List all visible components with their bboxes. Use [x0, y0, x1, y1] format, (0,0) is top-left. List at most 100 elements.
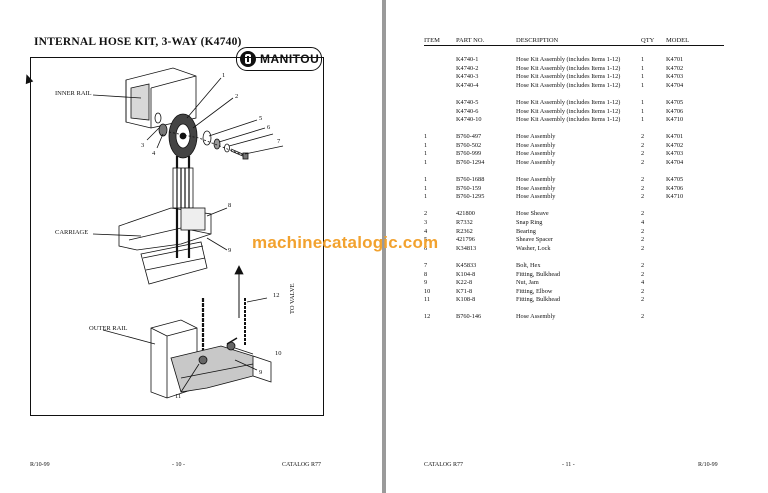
cell-model: K4702: [666, 141, 684, 149]
cell-qty: 1: [641, 81, 645, 89]
cell-part: B760-999: [456, 150, 482, 158]
cell-desc: Hose Kit Assembly (includes Items 1-12): [516, 81, 621, 89]
logo-text: MANITOU: [260, 52, 320, 66]
header-description: DESCRIPTION: [516, 37, 559, 44]
cell-qty: 2: [641, 133, 645, 141]
cell-model: K4705: [666, 98, 684, 106]
cell-item: 1: [424, 193, 428, 201]
cell-model: K4704: [666, 81, 684, 89]
cell-qty: 1: [641, 56, 645, 63]
cell-model: K4710: [666, 193, 684, 201]
footer-left: R/10-99: [30, 462, 50, 468]
table-row: K4740-6 Hose Kit Assembly (includes Items…: [386, 107, 768, 116]
cell-item: 4: [424, 227, 428, 235]
cell-part: 421800: [456, 210, 475, 218]
cell-part: R7332: [456, 219, 473, 226]
cell-qty: 2: [641, 184, 645, 192]
cell-desc: Hose Assembly: [516, 150, 556, 158]
callout-2: 2: [235, 93, 239, 100]
label-to-valve: TO VALVE: [289, 283, 296, 314]
cell-qty: 2: [641, 159, 645, 166]
cell-qty: 2: [641, 210, 645, 218]
manitou-logo: MANITOU: [236, 47, 322, 71]
cell-desc: Hose Kit Assembly (includes Items 1-12): [516, 98, 621, 106]
callout-6: 6: [267, 124, 271, 131]
cell-part: K104-8: [456, 270, 476, 278]
cell-item: 1: [424, 176, 428, 184]
cell-item: 7: [424, 261, 428, 269]
cell-desc: Hose Sheave: [516, 210, 549, 218]
cell-desc: Hose Kit Assembly (includes Items 1-12): [516, 107, 621, 115]
cell-desc: Hose Assembly: [516, 159, 556, 166]
manitou-logo-icon: [240, 51, 256, 67]
cell-item: 1: [424, 133, 428, 141]
label-carriage: CARRIAGE: [55, 229, 89, 236]
cell-desc: Hose Assembly: [516, 184, 556, 192]
cell-model: K4702: [666, 64, 684, 72]
cell-qty: 1: [641, 73, 645, 81]
cell-model: K4706: [666, 107, 684, 115]
cell-model: K4704: [666, 159, 684, 166]
header-qty: QTY: [641, 37, 655, 44]
cell-desc: Hose Assembly: [516, 141, 556, 149]
cell-part: K108-8: [456, 296, 476, 304]
diagram-frame: INNER RAIL CARRIAGE OUTER RAIL TO VALVE …: [30, 57, 324, 416]
cell-desc: Hose Kit Assembly (includes Items 1-12): [516, 56, 621, 63]
callout-8: 8: [228, 202, 232, 209]
callout-4: 4: [152, 150, 156, 157]
cell-item: 1: [424, 141, 428, 149]
watermark: machinecatalogic.com: [252, 233, 439, 252]
footer-page-number: - 11 -: [562, 462, 575, 468]
cell-model: K4703: [666, 73, 684, 81]
cell-desc: Bearing: [516, 227, 536, 235]
cell-qty: 2: [641, 236, 645, 244]
cell-desc: Fitting, Bulkhead: [516, 296, 561, 304]
callout-5: 5: [259, 115, 263, 122]
callout-11: 11: [175, 393, 182, 400]
cell-qty: 2: [641, 296, 645, 304]
footer-page-number: - 10 -: [172, 462, 185, 468]
header-model: MODEL: [666, 37, 690, 44]
cell-qty: 2: [641, 141, 645, 149]
cell-part: K34813: [456, 244, 477, 252]
cell-item: 1: [424, 184, 428, 192]
cell-qty: 2: [641, 287, 645, 295]
callout-7: 7: [277, 138, 281, 145]
callout-12: 12: [273, 292, 280, 299]
cell-part: B760-497: [456, 133, 482, 141]
carriage-shape: [118, 207, 212, 251]
cell-qty: 2: [641, 270, 645, 278]
cell-desc: Fitting, Elbow: [516, 287, 553, 295]
header-item: ITEM: [424, 37, 440, 44]
cell-model: K4703: [666, 150, 684, 158]
cell-part: R2362: [456, 227, 473, 235]
cell-model: K4701: [666, 56, 684, 63]
cell-desc: Hose Kit Assembly (includes Items 1-12): [516, 64, 621, 72]
callout-10: 10: [275, 350, 282, 357]
cell-part: B760-159: [456, 184, 482, 192]
cell-desc: Hose Assembly: [516, 133, 556, 141]
cell-part: K4740-6: [456, 107, 479, 115]
cell-desc: Snap Ring: [516, 219, 543, 226]
cell-model: K4701: [666, 133, 684, 141]
cell-item: 2: [424, 210, 428, 218]
cell-qty: 2: [641, 150, 645, 158]
header-part-no: PART NO.: [456, 37, 485, 44]
header-rule: [424, 45, 724, 46]
callout-9-lower: 9: [259, 369, 263, 376]
cell-desc: Hose Kit Assembly (includes Items 1-12): [516, 116, 621, 124]
cell-model: K4710: [666, 116, 684, 124]
cell-part: B760-1294: [456, 159, 485, 166]
cell-part: K4740-1: [456, 56, 479, 63]
